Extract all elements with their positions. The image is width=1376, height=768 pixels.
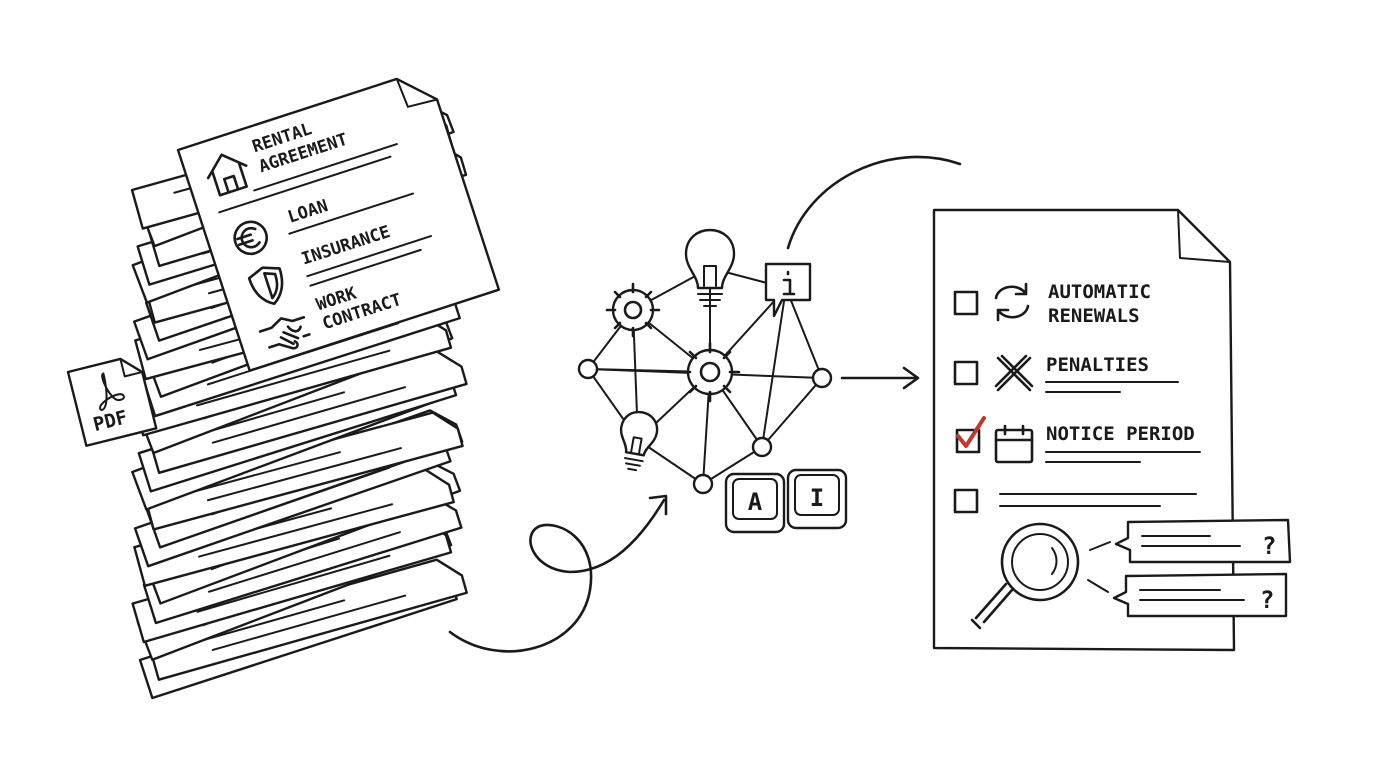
automatic-renewals-label-line1: AUTOMATIC <box>1048 281 1151 303</box>
ai-keycap-i: I <box>786 468 848 530</box>
checklist-document: AUTOMATIC RENEWALS PENALTIES NOTICE PERI… <box>932 208 1292 652</box>
checkmark <box>956 416 986 448</box>
checklist-item: NOTICE PERIOD <box>955 416 1201 464</box>
question-mark: ? <box>1262 532 1276 560</box>
gear-icon <box>605 282 661 338</box>
shield-icon <box>247 266 284 306</box>
question-bubble: ? <box>1112 572 1288 618</box>
question-bubble: ? <box>1114 518 1292 564</box>
x-icon <box>994 354 1034 392</box>
top-document-sheet: RENTAL AGREEMENT LOAN INSURANCE WORK CON… <box>176 77 501 372</box>
flow-arrow-stack-to-network <box>448 494 668 653</box>
flow-arc-decorative <box>786 155 962 250</box>
lightbulb-icon <box>619 410 659 472</box>
checkbox-unchecked <box>953 360 979 386</box>
network-node <box>692 473 714 495</box>
checkbox-checked <box>955 428 981 454</box>
house-icon <box>206 153 248 197</box>
document-stack: RENTAL AGREEMENT LOAN INSURANCE WORK CON… <box>66 77 501 700</box>
lightbulb-icon <box>684 228 736 307</box>
handshake-icon <box>258 315 311 350</box>
network-node <box>811 367 833 389</box>
pdf-icon <box>99 372 125 411</box>
automatic-renewals-label-line2: RENEWALS <box>1048 305 1140 327</box>
network-node <box>751 436 773 458</box>
network-nodes <box>577 358 833 495</box>
pdf-badge: PDF <box>66 357 158 447</box>
checklist-item: PENALTIES <box>953 354 1179 393</box>
checkbox-unchecked <box>953 290 979 316</box>
checkbox-unchecked <box>953 488 979 514</box>
euro-icon <box>233 220 269 256</box>
question-mark: ? <box>1260 586 1274 614</box>
stack-sheet <box>141 411 464 531</box>
flow-arrow-network-to-checklist <box>840 366 920 390</box>
network-node <box>577 358 599 380</box>
magnifier-icon <box>970 522 1080 630</box>
calendar-icon <box>994 424 1034 464</box>
ai-network: A I <box>577 228 848 534</box>
ai-key-a-label: A <box>748 488 763 516</box>
magnifier-to-bubbles-dashes <box>1087 541 1111 593</box>
gear-icon <box>679 341 741 403</box>
penalties-label: PENALTIES <box>1046 354 1149 376</box>
refresh-icon <box>994 282 1030 322</box>
ai-key-i-label: I <box>810 484 824 512</box>
checklist-item <box>953 488 1197 514</box>
checklist-item: AUTOMATIC RENEWALS <box>953 281 1151 327</box>
notice-period-label: NOTICE PERIOD <box>1046 423 1195 445</box>
info-icon <box>764 262 812 318</box>
ai-keycap-a: A <box>724 472 786 534</box>
